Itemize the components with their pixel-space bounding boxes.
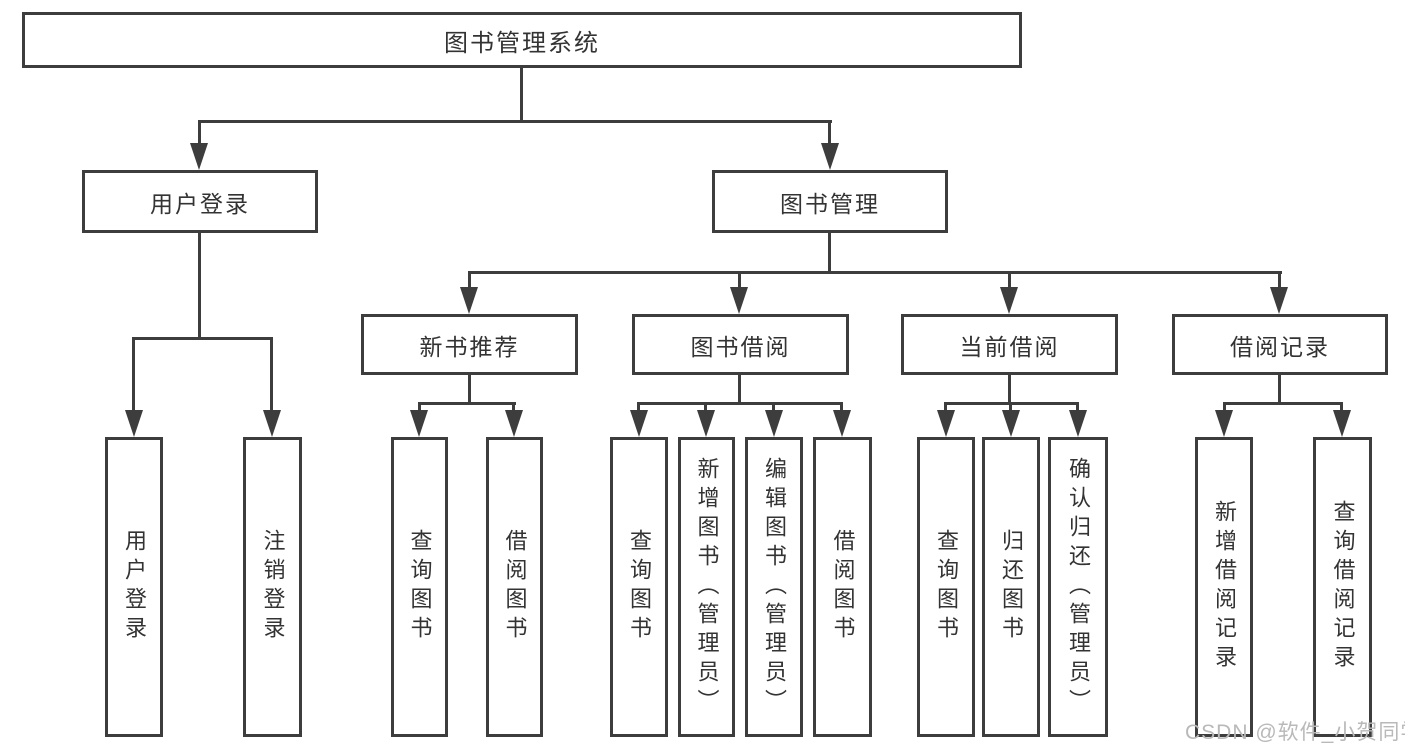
connector-line bbox=[468, 374, 471, 405]
arrowhead bbox=[630, 410, 648, 437]
watermark: CSDN @软件_小贺同学 bbox=[1185, 721, 1405, 744]
arrowhead bbox=[125, 410, 143, 437]
connector-line bbox=[840, 402, 843, 414]
arrowhead bbox=[1069, 410, 1087, 437]
node-label: 用户登录 bbox=[150, 190, 250, 217]
connector-line bbox=[704, 402, 707, 414]
node-label: 查询图书 bbox=[627, 529, 652, 645]
connector-line bbox=[132, 337, 135, 417]
node-logout: 注销登录 bbox=[243, 437, 302, 737]
connector-line bbox=[637, 402, 843, 405]
connector-line bbox=[418, 402, 516, 405]
arrowhead bbox=[263, 410, 281, 437]
arrowhead bbox=[833, 410, 851, 437]
node-library-management-system: 图书管理系统 bbox=[22, 12, 1022, 68]
node-user-login-leaf: 用户登录 bbox=[105, 437, 163, 737]
connector-line bbox=[418, 402, 421, 414]
node-label: 归还图书 bbox=[999, 529, 1024, 645]
arrowhead bbox=[1002, 410, 1020, 437]
connector-line bbox=[198, 120, 201, 150]
connector-line bbox=[738, 271, 741, 291]
arrowhead bbox=[190, 143, 208, 170]
connector-line bbox=[637, 402, 640, 414]
node-label: 当前借阅 bbox=[959, 333, 1060, 360]
arrowhead bbox=[730, 287, 748, 314]
connector-line bbox=[1223, 402, 1343, 405]
connector-line bbox=[1076, 402, 1079, 414]
node-label: 图书借阅 bbox=[690, 333, 791, 360]
connector-line bbox=[1278, 374, 1281, 405]
node-borrow-books-recommend: 借阅图书 bbox=[486, 437, 543, 737]
connector-line bbox=[132, 337, 273, 340]
node-label: 借阅图书 bbox=[830, 529, 856, 645]
arrowhead bbox=[937, 410, 955, 437]
arrowhead bbox=[821, 143, 839, 170]
node-borrow-books-borrowing: 借阅图书 bbox=[813, 437, 872, 737]
node-current-borrowing: 当前借阅 bbox=[901, 314, 1118, 375]
connector-line bbox=[512, 402, 515, 414]
node-label: 图书管理系统 bbox=[444, 29, 600, 57]
connector-line bbox=[1223, 402, 1226, 414]
arrowhead bbox=[1215, 410, 1233, 437]
arrowhead bbox=[697, 410, 715, 437]
connector-line bbox=[468, 271, 1282, 274]
connector-line bbox=[828, 120, 831, 150]
node-borrowing-records: 借阅记录 bbox=[1172, 314, 1388, 375]
arrowhead bbox=[765, 410, 783, 437]
connector-line bbox=[198, 232, 201, 340]
connector-line bbox=[198, 120, 832, 123]
arrowhead bbox=[505, 410, 523, 437]
arrowhead bbox=[1333, 410, 1351, 437]
node-return-book: 归还图书 bbox=[982, 437, 1040, 737]
node-label: 图书管理 bbox=[780, 190, 880, 217]
node-query-borrow-record: 查询借阅记录 bbox=[1313, 437, 1372, 737]
node-label: 用户登录 bbox=[122, 529, 147, 645]
node-user-login-branch: 用户登录 bbox=[82, 170, 318, 233]
node-label: 借阅图书 bbox=[502, 529, 528, 645]
node-add-book-admin: 新增图书（管理员） bbox=[678, 437, 735, 737]
node-label: 编辑图书（管理员） bbox=[762, 456, 787, 718]
node-label: 查询借阅记录 bbox=[1330, 500, 1356, 674]
node-new-book-recommendation: 新书推荐 bbox=[361, 314, 578, 375]
node-label: 查询图书 bbox=[407, 529, 433, 645]
node-label: 确认归还（管理员） bbox=[1066, 456, 1091, 718]
node-label: 新书推荐 bbox=[419, 333, 520, 360]
node-book-management: 图书管理 bbox=[712, 170, 948, 233]
connector-line bbox=[1008, 271, 1011, 291]
connector-line bbox=[772, 402, 775, 414]
connector-line bbox=[468, 271, 471, 291]
node-edit-book-admin: 编辑图书（管理员） bbox=[745, 437, 803, 737]
arrowhead bbox=[410, 410, 428, 437]
node-book-borrowing: 图书借阅 bbox=[632, 314, 849, 375]
node-label: 新增借阅记录 bbox=[1212, 500, 1237, 674]
connector-line bbox=[944, 402, 947, 414]
connector-line bbox=[828, 232, 831, 273]
node-query-books-recommend: 查询图书 bbox=[391, 437, 448, 737]
node-confirm-return-admin: 确认归还（管理员） bbox=[1048, 437, 1108, 737]
node-add-borrow-record: 新增借阅记录 bbox=[1195, 437, 1253, 737]
connector-line bbox=[738, 374, 741, 405]
node-label: 新增图书（管理员） bbox=[694, 456, 720, 718]
node-label: 借阅记录 bbox=[1230, 333, 1330, 360]
arrowhead bbox=[1270, 287, 1288, 314]
connector-line bbox=[1009, 402, 1012, 414]
connector-line bbox=[520, 67, 523, 122]
node-label: 查询图书 bbox=[934, 529, 959, 645]
node-query-books-current: 查询图书 bbox=[917, 437, 975, 737]
connector-line bbox=[1008, 374, 1011, 405]
node-label: 注销登录 bbox=[260, 529, 286, 645]
connector-line bbox=[1278, 271, 1281, 291]
arrowhead bbox=[1000, 287, 1018, 314]
connector-line bbox=[270, 337, 273, 417]
connector-line bbox=[1340, 402, 1343, 414]
arrowhead bbox=[460, 287, 478, 314]
node-query-books-borrowing: 查询图书 bbox=[610, 437, 668, 737]
